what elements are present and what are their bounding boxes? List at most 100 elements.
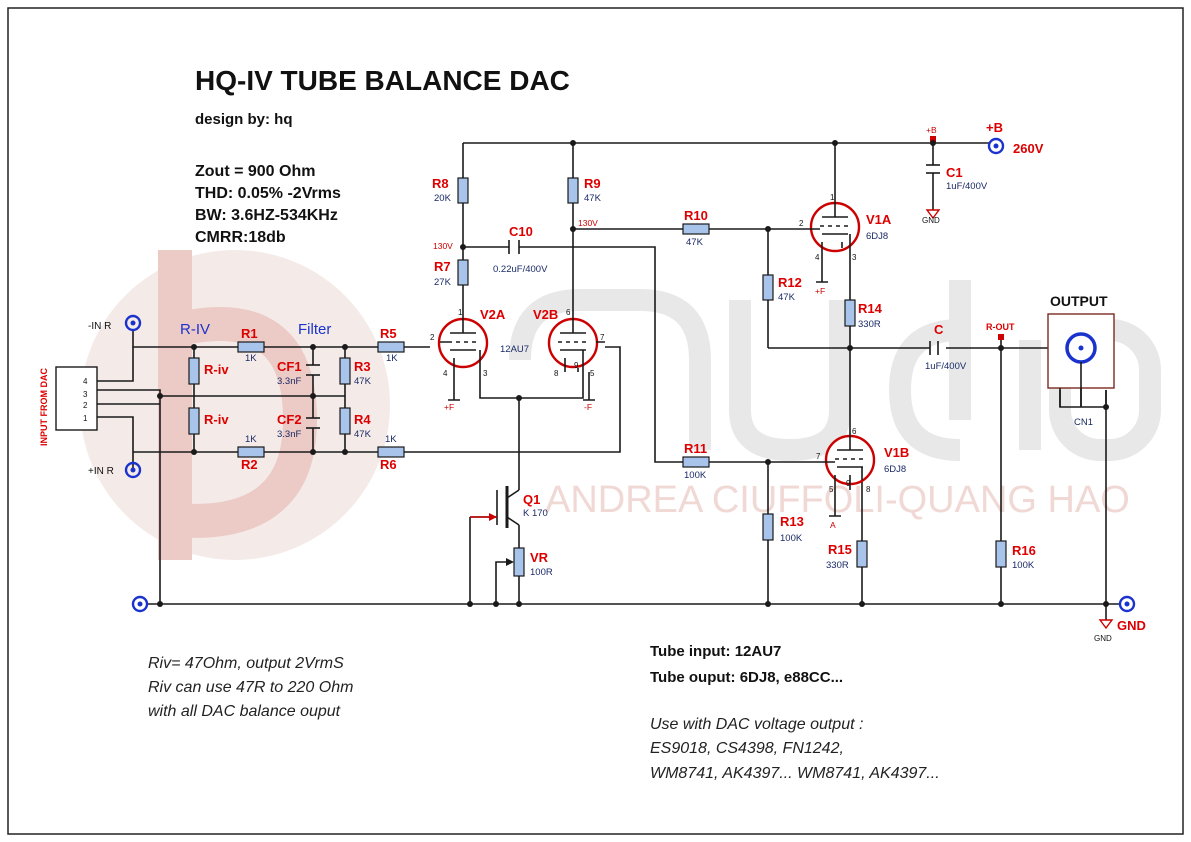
r5-resistor — [377, 341, 405, 353]
input-side-label: INPUT FROM DAC — [39, 368, 49, 446]
c-output-capacitor — [929, 341, 939, 355]
plus-b-small-label: +B — [926, 125, 937, 135]
v1b-pin-5: 5 — [829, 485, 834, 494]
c-value: 1uF/400V — [925, 361, 967, 372]
v2b-pin-6: 6 — [566, 308, 571, 317]
minus-in-label: -IN R — [88, 321, 111, 332]
v1a-plus-f: +F — [815, 286, 825, 296]
v1a-heater-lead — [816, 258, 828, 283]
c-ref: C — [934, 322, 944, 337]
v2b-tube — [547, 317, 605, 375]
cf1-value: 3.3nF — [277, 376, 301, 387]
riv-note-line-2: Riv can use 47R to 220 Ohm — [148, 679, 353, 696]
plus-b-label: +B — [986, 120, 1003, 135]
gnd-label: GND — [1117, 618, 1146, 633]
r11-ref: R11 — [684, 441, 707, 456]
v1b-ref: V1B — [884, 445, 909, 460]
v1b-pin-7: 7 — [816, 452, 821, 461]
ground-terminal-left — [131, 595, 149, 613]
input-pin-4: 4 — [83, 377, 88, 386]
r3-value: 47K — [354, 376, 372, 387]
spec-bw: BW: 3.6HZ-534KHz — [195, 207, 338, 224]
input-connector: 4 3 2 1 INPUT FROM DAC — [39, 366, 98, 446]
v2a-value: 12AU7 — [500, 344, 529, 355]
r9-value: 47K — [584, 193, 602, 204]
r16-resistor — [995, 540, 1007, 568]
v1a-pin-1: 1 — [830, 193, 835, 202]
c1-capacitor — [926, 164, 940, 174]
r8-ref: R8 — [432, 176, 449, 191]
r15-resistor — [856, 540, 868, 568]
output-ground-symbol — [1098, 619, 1114, 630]
dac-note-line-3: WM8741, AK4397... WM8741, AK4397... — [650, 765, 940, 782]
c1-ground-symbol — [925, 209, 941, 220]
dac-note-line-2: ES9018, CS4398, FN1242, — [650, 740, 844, 757]
r16-ref: R16 — [1012, 543, 1036, 558]
ground-terminal-right — [1118, 595, 1136, 613]
v1a-pin-4: 4 — [815, 253, 820, 262]
r5-value: 1K — [386, 353, 398, 364]
vr-wiper — [506, 558, 514, 566]
v130-right-label: 130V — [578, 218, 598, 228]
r12-ref: R12 — [778, 275, 802, 290]
r1-resistor — [237, 341, 265, 353]
plus-in-label: +IN R — [88, 466, 114, 477]
r15-ref: R15 — [828, 542, 852, 557]
r1-value: 1K — [245, 353, 257, 364]
v2b-pin-5: 5 — [590, 369, 595, 378]
v2b-pin-9: 9 — [574, 361, 579, 370]
r6-ref: R6 — [380, 457, 397, 472]
r14-value: 330R — [858, 319, 881, 330]
r6-value: 1K — [385, 434, 397, 445]
v1a-pin-2: 2 — [799, 219, 804, 228]
cf1-capacitor — [306, 364, 320, 376]
watermark-text: ANDREA CIUFFOLI-QUANG HAO — [545, 479, 1130, 521]
v1a-value: 6DJ8 — [866, 231, 888, 242]
r4-value: 47K — [354, 429, 372, 440]
vr-value: 100R — [530, 567, 553, 578]
r4-resistor — [339, 407, 351, 435]
r12-resistor — [762, 274, 774, 301]
v2b-pin-7: 7 — [600, 333, 605, 342]
r14-resistor — [844, 299, 856, 327]
v2a-plus-f: +F — [444, 402, 454, 412]
v1b-heater-a: A — [830, 520, 836, 530]
riv1-ref: R-iv — [204, 362, 229, 377]
cf2-ref: CF2 — [277, 412, 302, 427]
cf2-capacitor — [306, 417, 320, 429]
spec-zout: Zout = 900 Ohm — [195, 163, 315, 180]
wires — [97, 142, 1120, 620]
r8-resistor — [457, 177, 469, 204]
r12-value: 47K — [778, 292, 796, 303]
v2b-heater-lead — [583, 372, 595, 401]
v2a-tube — [437, 317, 489, 372]
cn1-ref: CN1 — [1074, 417, 1093, 428]
r13-value: 100K — [780, 533, 803, 544]
designer-label: design by: hq — [195, 111, 293, 128]
plus-in-terminal — [124, 461, 142, 479]
cf2-value: 3.3nF — [277, 429, 301, 440]
c1-ref: C1 — [946, 165, 963, 180]
dac-note-line-1: Use with DAC voltage output : — [650, 716, 863, 733]
watermark-logo: ANDREA CIUFFOLI-QUANG HAO — [80, 250, 1161, 560]
r16-value: 100K — [1012, 560, 1035, 571]
tube-output-note: Tube ouput: 6DJ8, e88CC... — [650, 669, 843, 686]
v2a-pin-4: 4 — [443, 369, 448, 378]
spec-cmrr: CMRR:18db — [195, 229, 286, 246]
c1-value: 1uF/400V — [946, 181, 988, 192]
tube-input-note: Tube input: 12AU7 — [650, 643, 781, 660]
r15-value: 330R — [826, 560, 849, 571]
c10-ref: C10 — [509, 224, 533, 239]
riv-section-label: R-IV — [180, 321, 210, 338]
r13-resistor — [762, 513, 774, 541]
r5-ref: R5 — [380, 326, 397, 341]
riv1-resistor — [188, 357, 200, 385]
riv2-ref: R-iv — [204, 412, 229, 427]
v2a-pin-2: 2 — [430, 333, 435, 342]
v1a-pin-3: 3 — [852, 253, 857, 262]
v130-left-label: 130V — [433, 241, 453, 251]
r2-ref: R2 — [241, 457, 258, 472]
riv-note-line-3: with all DAC balance ouput — [148, 703, 341, 720]
